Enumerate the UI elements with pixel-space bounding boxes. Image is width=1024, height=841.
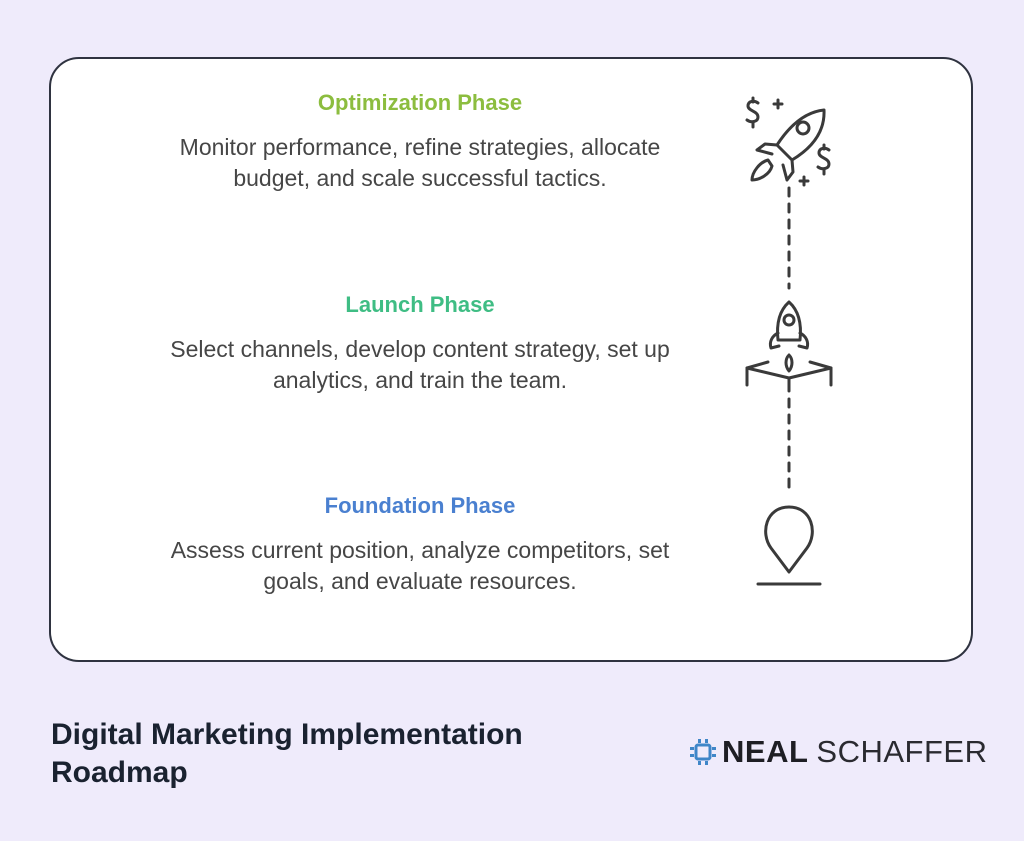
phase-title: Foundation Phase — [324, 493, 516, 518]
brand-name-light: SCHAFFER — [816, 734, 988, 769]
phase-description: Assess current position, analyze competi… — [170, 537, 670, 594]
phase-title: Optimization Phase — [317, 90, 523, 115]
phase-foundation: Foundation Phase Assess current position… — [170, 493, 670, 597]
phase-description: Select channels, develop content strateg… — [170, 336, 670, 393]
phase-optimization: Optimization Phase Monitor performance, … — [170, 90, 670, 194]
brand-name-bold: NEAL — [722, 734, 809, 769]
phase-description: Monitor performance, refine strategies, … — [179, 134, 661, 191]
brand-logo: NEAL SCHAFFER — [690, 734, 987, 770]
brand-logo-icon — [690, 739, 716, 765]
phase-title: Launch Phase — [345, 292, 495, 317]
phase-launch: Launch Phase Select channels, develop co… — [170, 292, 670, 396]
page-title: Digital Marketing Implementation Roadmap — [51, 718, 523, 789]
